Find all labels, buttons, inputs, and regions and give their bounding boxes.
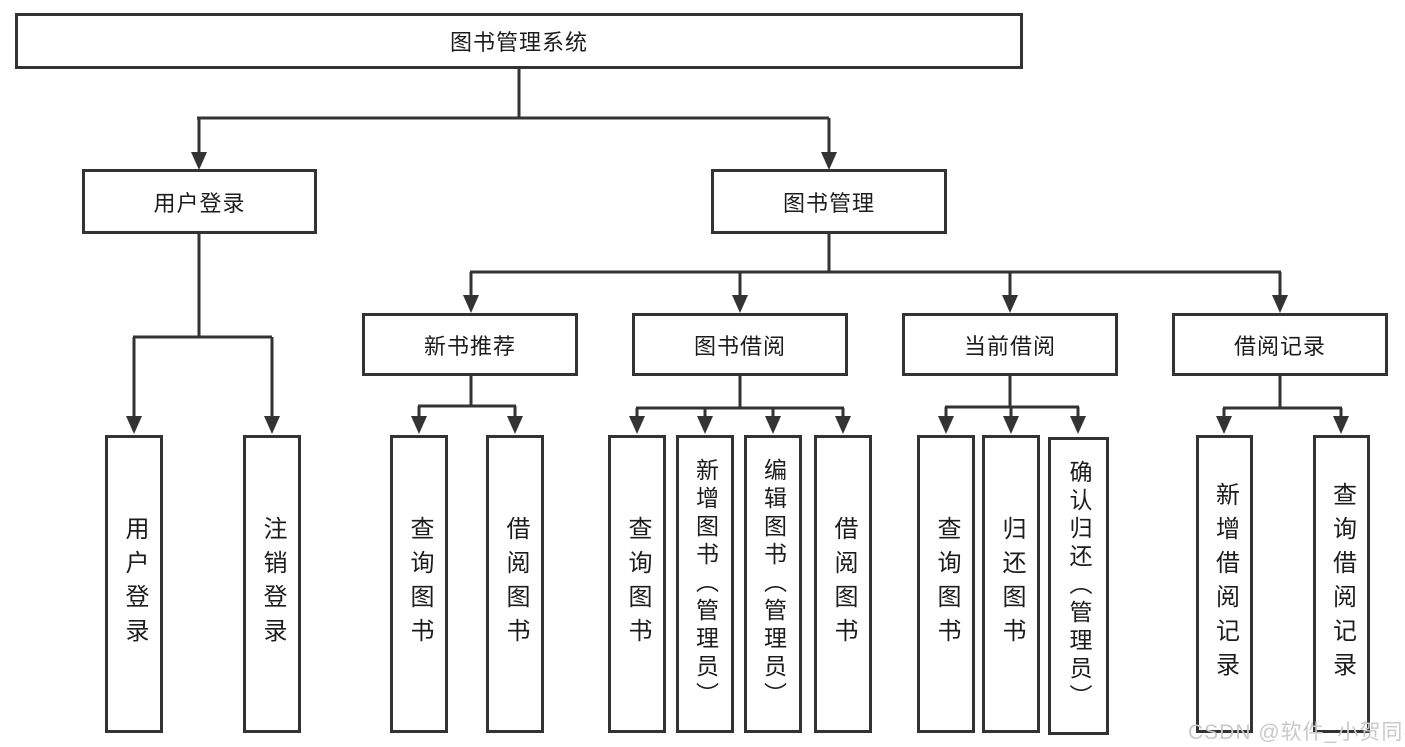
node-label: 查询借阅记录 [1328, 482, 1356, 686]
node-label: 借阅图书 [502, 516, 529, 652]
node-label: 用户登录 [121, 516, 148, 652]
leaf-confirm-return-admin: 确认归还（管理员） [1048, 437, 1109, 735]
watermark: CSDN @软件_小贺同学 [1188, 721, 1405, 744]
node-label: 借阅记录 [1233, 333, 1326, 359]
node-label: 确认归还（管理员） [1066, 460, 1092, 712]
leaf-add-book-admin: 新增图书（管理员） [676, 435, 734, 733]
leaf-borrow-books-recommend: 借阅图书 [486, 435, 544, 733]
node-label: 查询图书 [406, 516, 433, 652]
node-label: 当前借阅 [963, 333, 1056, 359]
node-label: 新增借阅记录 [1211, 482, 1239, 686]
node-label: 注销登录 [259, 516, 286, 652]
node-book-management: 图书管理 [711, 169, 947, 234]
leaf-edit-book-admin: 编辑图书（管理员） [744, 435, 802, 733]
node-label: 借阅图书 [830, 516, 857, 652]
node-label: 新书推荐 [423, 333, 516, 359]
leaf-return-books: 归还图书 [982, 435, 1040, 733]
leaf-query-books-recommend: 查询图书 [390, 435, 448, 733]
leaf-logout: 注销登录 [243, 435, 301, 733]
node-label: 查询图书 [624, 516, 651, 652]
node-label: 新增图书（管理员） [692, 458, 719, 710]
node-book-borrowing: 图书借阅 [632, 313, 848, 376]
node-label: 图书管理系统 [449, 30, 588, 55]
node-label: 图书借阅 [693, 333, 786, 359]
leaf-query-books-borrow: 查询图书 [608, 435, 666, 733]
node-new-book-recommendation: 新书推荐 [362, 313, 578, 376]
node-label: 用户登录 [153, 190, 246, 216]
node-user-login: 用户登录 [82, 169, 317, 234]
leaf-query-books-current: 查询图书 [917, 435, 975, 733]
node-system-root: 图书管理系统 [15, 13, 1023, 69]
leaf-borrow-books-borrow: 借阅图书 [814, 435, 872, 733]
node-label: 编辑图书（管理员） [760, 458, 787, 710]
node-label: 图书管理 [782, 190, 875, 216]
leaf-user-login: 用户登录 [105, 435, 163, 733]
node-current-borrowing: 当前借阅 [902, 313, 1118, 376]
node-label: 归还图书 [998, 516, 1025, 652]
node-label: 查询图书 [933, 516, 960, 652]
leaf-query-borrow-record: 查询借阅记录 [1313, 435, 1370, 733]
leaf-add-borrow-record: 新增借阅记录 [1196, 435, 1253, 733]
node-borrowing-records: 借阅记录 [1172, 313, 1388, 376]
